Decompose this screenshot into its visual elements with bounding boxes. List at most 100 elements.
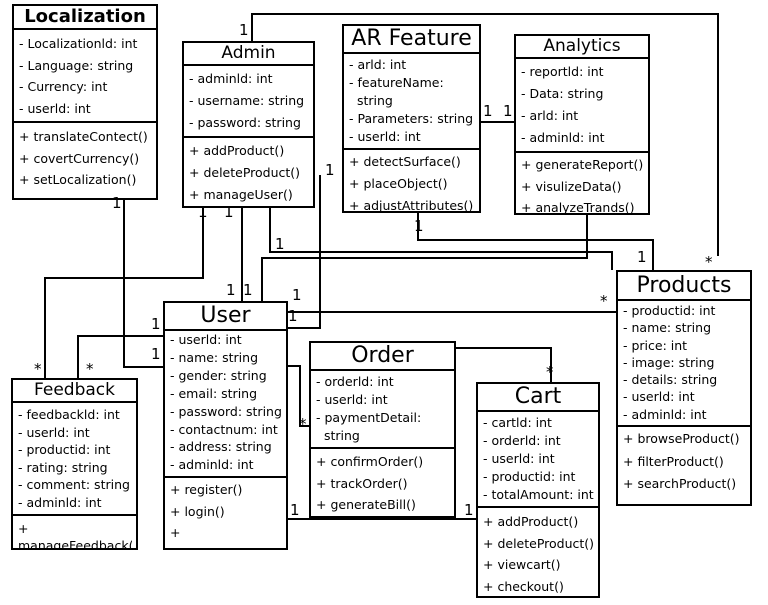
multiplicity-label: 1	[637, 248, 647, 266]
attribute: - password: string	[189, 115, 301, 130]
order-attributes: - orderld: int - userld: int - paymentDe…	[311, 371, 454, 447]
order-class[interactable]: Order - orderld: int - userld: int - pay…	[309, 341, 456, 518]
admin-class-name: Admin	[184, 43, 313, 66]
method: + login()	[170, 503, 225, 519]
analytics-user-line	[261, 214, 588, 301]
method: + setLocalization()	[19, 172, 137, 187]
attribute: - password: string	[170, 403, 282, 419]
multiplicity-label: 1	[226, 281, 236, 299]
method: + generateBill()	[316, 497, 416, 512]
method: + deleteProduct()	[189, 165, 301, 180]
attribute: - userld: int	[170, 332, 242, 347]
user-class[interactable]: User - userld: int - name: string - gend…	[163, 301, 288, 550]
user-class-name: User	[165, 303, 286, 331]
ar-products-line	[417, 212, 654, 270]
localization-class-name: Localization	[14, 6, 156, 30]
attribute: - arld: int	[521, 108, 579, 123]
method: manageFeedback()	[18, 537, 132, 548]
method: + translateContect()	[19, 129, 148, 144]
attribute: - cartld: int	[483, 415, 552, 430]
method: + analyzeTrands()	[521, 200, 635, 215]
feedback-class-name: Feedback	[13, 380, 136, 403]
analytics-methods: + generateReport() + visulizeData() + an…	[516, 151, 648, 221]
attribute: - adminld: int	[18, 494, 102, 510]
method: + register()	[170, 482, 243, 498]
multiplicity-label: 1	[325, 161, 335, 179]
localization-user-line	[123, 199, 165, 368]
analytics-class[interactable]: Analytics - reportld: int - Data: string…	[514, 34, 650, 215]
attribute: - adminld: int	[170, 457, 254, 473]
multiplicity-label: 1	[414, 217, 424, 235]
feedback-methods: + manageFeedback()	[13, 513, 136, 548]
ar-feature-class[interactable]: AR Feature - arld: int - featureName: st…	[342, 24, 481, 213]
multiplicity-label: 1	[292, 286, 302, 304]
cart-class[interactable]: Cart - cartld: int - orderld: int - user…	[476, 382, 600, 598]
attribute: - details: string	[623, 372, 718, 388]
method: + searchProduct()	[623, 476, 737, 492]
method: + addProduct()	[189, 143, 285, 158]
multiplicity-label: 1	[288, 307, 298, 325]
ar-feature-class-name: AR Feature	[344, 26, 479, 54]
attribute: - adminld: int	[623, 406, 707, 422]
admin-attributes: - adminld: int - username: string - pass…	[184, 66, 313, 136]
method: + addProduct()	[483, 514, 579, 529]
method: + manageUser()	[189, 187, 293, 202]
admin-products-line	[251, 13, 719, 256]
multiplicity-label: *	[600, 292, 608, 310]
multiplicity-label: 1	[290, 501, 300, 519]
attribute: - userld: int	[316, 392, 388, 407]
user-methods: + register() + login() +	[165, 476, 286, 546]
attribute: - image: string	[623, 354, 715, 370]
method: + detectSurface()	[349, 154, 461, 169]
user-order-line	[287, 365, 309, 427]
products-class-name: Products	[618, 272, 750, 301]
admin-products-mid-line	[269, 207, 613, 270]
method: + filterProduct()	[623, 453, 724, 469]
multiplicity-label: 1	[243, 281, 253, 299]
attribute: string	[316, 428, 360, 443]
ar-feature-methods: + detectSurface() + placeObject() + adju…	[344, 148, 479, 219]
order-cart-line	[456, 347, 552, 382]
attribute: - arld: int	[349, 57, 407, 72]
attribute: - comment: string	[18, 477, 130, 493]
attribute: - Currency: int	[19, 79, 108, 94]
multiplicity-label: *	[34, 360, 42, 378]
method: + covertCurrency()	[19, 150, 140, 166]
attribute: - feedbackld: int	[18, 407, 120, 422]
attribute: - price: int	[623, 337, 688, 353]
multiplicity-label: 1	[151, 345, 161, 363]
attribute: - adminld: int	[521, 130, 605, 145]
products-class[interactable]: Products - productid: int - name: string…	[616, 270, 752, 506]
attribute: string	[349, 93, 393, 108]
multiplicity-label: 1	[198, 203, 208, 221]
analytics-class-name: Analytics	[516, 36, 648, 59]
attribute: - userld: int	[483, 451, 555, 466]
method: +	[18, 520, 29, 536]
attribute: - reportld: int	[521, 64, 604, 79]
feedback-class[interactable]: Feedback - feedbackld: int - userld: int…	[11, 378, 138, 550]
products-methods: + browseProduct() + filterProduct() + se…	[618, 425, 750, 498]
method: +	[170, 525, 181, 541]
admin-methods: + addProduct() + deleteProduct() + manag…	[184, 136, 313, 208]
multiplicity-label: 1	[224, 203, 234, 221]
attribute: - username: string	[189, 93, 305, 108]
method: + generateReport()	[521, 157, 644, 172]
attribute: - Localizationld: int	[19, 36, 138, 51]
order-class-name: Order	[311, 343, 454, 371]
attribute: - paymentDetail:	[316, 410, 422, 425]
localization-class[interactable]: Localization - Localizationld: int - Lan…	[12, 4, 158, 200]
multiplicity-label: *	[705, 253, 713, 271]
cart-attributes: - cartld: int - orderld: int - userld: i…	[478, 412, 598, 506]
method: + placeObject()	[349, 176, 448, 191]
admin-class[interactable]: Admin - adminld: int - username: string …	[182, 41, 315, 208]
method: + checkout()	[483, 578, 564, 594]
method: + visulizeData()	[521, 178, 622, 194]
multiplicity-label: 1	[151, 315, 161, 333]
cart-methods: + addProduct() + deleteProduct() + viewc…	[478, 506, 598, 599]
method: + confirmOrder()	[316, 454, 424, 469]
localization-methods: + translateContect() + covertCurrency() …	[14, 121, 156, 193]
attribute: - orderld: int	[316, 374, 394, 389]
attribute: - userld: int	[19, 100, 91, 116]
method: + adjustAttributes()	[349, 198, 474, 213]
